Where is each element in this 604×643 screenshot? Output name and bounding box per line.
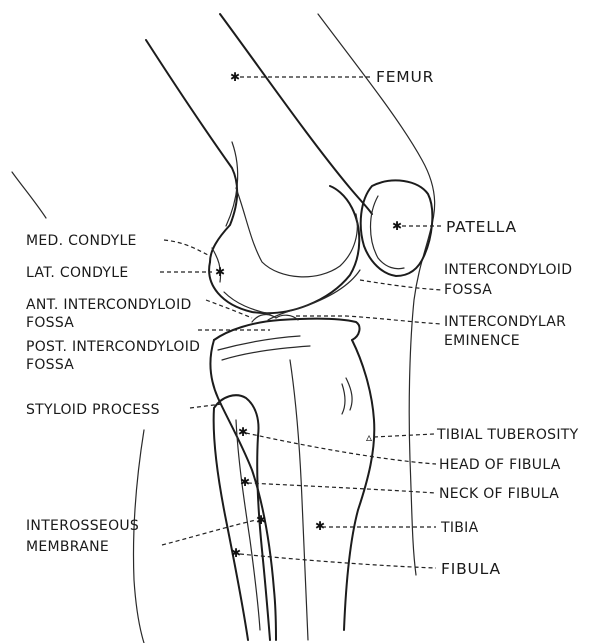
femur-outline-posterior: [146, 40, 237, 262]
leader-neck-fibula: [248, 483, 436, 493]
leader-membrane: [162, 520, 256, 545]
tuberosity-marker: ▵: [366, 430, 372, 444]
tibial-tuberosity-shape: [342, 378, 352, 414]
leader-tuberosity: [374, 434, 434, 437]
label-post-intercondyloid-2: FOSSA: [26, 357, 74, 373]
label-med-condyle: MED. CONDYLE: [26, 233, 137, 249]
fibula-marker: ✱: [231, 546, 241, 560]
condyle-notch-line: [212, 248, 270, 314]
label-patella: PATELLA: [446, 218, 517, 236]
leader-eminence: [296, 316, 442, 324]
label-neck-of-fibula: NECK OF FIBULA: [439, 486, 559, 502]
label-intercondylar-2: EMINENCE: [444, 333, 520, 349]
membrane-marker: ✱: [256, 513, 266, 527]
label-fibula: FIBULA: [441, 560, 501, 578]
tibia-marker: ✱: [315, 519, 325, 533]
leader-intercondyloid-fossa: [360, 280, 442, 290]
leader-fibula: [240, 554, 436, 568]
plateau-lines: [218, 336, 310, 360]
label-interosseous-1: INTEROSSEOUS: [26, 518, 139, 534]
label-ant-intercondyloid-2: FOSSA: [26, 315, 74, 331]
femoral-condyle-outline: [209, 186, 359, 313]
femur-marker: ✱: [230, 70, 240, 84]
condyle-inner-line: [236, 188, 357, 277]
label-ant-intercondyloid-1: ANT. INTERCONDYLOID: [26, 297, 192, 313]
lat-condyle-marker: ✱: [215, 265, 225, 279]
label-intercondyloid-fossa-2: FOSSA: [444, 282, 492, 298]
leader-head-fibula: [246, 433, 436, 464]
label-tibial-tuberosity: TIBIAL TUBEROSITY: [436, 427, 579, 443]
fibula-shaft-left: [214, 408, 248, 640]
label-intercondyloid-fossa-1: INTERCONDYLOID: [444, 262, 572, 278]
label-head-of-fibula: HEAD OF FIBULA: [439, 457, 561, 473]
label-interosseous-2: MEMBRANE: [26, 539, 109, 555]
patella-marker: ✱: [392, 219, 402, 233]
neck-of-fibula-marker: ✱: [240, 475, 250, 489]
leader-med-condyle: [164, 240, 210, 256]
label-intercondylar-1: INTERCONDYLAR: [444, 314, 566, 330]
head-of-fibula-marker: ✱: [238, 425, 248, 439]
background-line-upper: [12, 172, 46, 218]
calf-contour: [133, 430, 144, 643]
label-lat-condyle: LAT. CONDYLE: [26, 265, 128, 281]
label-post-intercondyloid-1: POST. INTERCONDYLOID: [26, 339, 200, 355]
label-femur: FEMUR: [376, 68, 434, 86]
label-tibia: TIBIA: [440, 520, 479, 536]
tibia-inner-line: [290, 360, 308, 640]
label-styloid-process: STYLOID PROCESS: [26, 402, 160, 418]
femur-outline-anterior: [220, 14, 372, 214]
skin-contour-thigh: [318, 14, 435, 575]
